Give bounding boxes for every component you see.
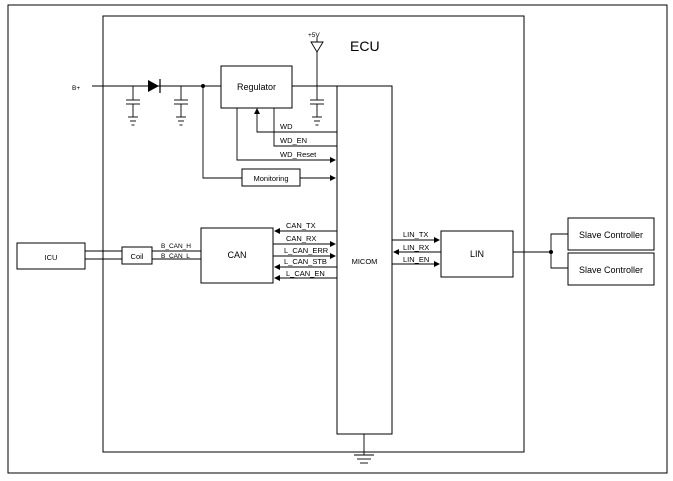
micom-label: MICOM — [352, 257, 378, 266]
ground-icon — [354, 434, 374, 464]
slave-controller-1-label: Slave Controller — [579, 230, 643, 240]
wd-line — [254, 108, 337, 133]
wd-en-line — [273, 108, 337, 147]
l-can-err-label: L_CAN_ERR — [284, 246, 329, 255]
monitoring-label: Monitoring — [253, 174, 288, 183]
lin-en-label: LIN_EN — [403, 255, 429, 264]
lin-block — [440, 230, 514, 278]
coil-block — [121, 246, 153, 265]
icu-label: ICU — [45, 253, 58, 262]
wd-reset-line — [236, 108, 336, 163]
regulator-block — [220, 65, 293, 109]
can-tx-label: CAN_TX — [286, 221, 316, 230]
capacitor-2-icon — [174, 86, 188, 126]
l-can-en-label: L_CAN_EN — [286, 269, 325, 278]
slave-controller-2 — [567, 252, 655, 286]
l-can-stb-label: L_CAN_STB — [284, 257, 327, 266]
capacitor-3-icon — [310, 86, 324, 126]
slave-controller-2-label: Slave Controller — [579, 265, 643, 275]
lin-tx-label: LIN_TX — [403, 230, 428, 239]
can-rx-label: CAN_RX — [286, 234, 316, 243]
regulator-label: Regulator — [237, 82, 276, 92]
monitoring-feed — [202, 86, 242, 179]
b-can-l-label: B_CAN_L — [161, 253, 190, 260]
capacitor-1-icon — [126, 86, 140, 126]
wd-reset-label: WD_Reset — [280, 150, 317, 159]
vcc-label: +5V — [308, 32, 320, 39]
lin-bus-branch — [550, 233, 568, 269]
micom-block — [336, 85, 393, 435]
wd-label: WD — [280, 122, 293, 131]
wd-en-label: WD_EN — [280, 136, 307, 145]
icu-block — [16, 242, 86, 270]
ecu-title: ECU — [350, 38, 380, 54]
slave-controller-1 — [567, 217, 655, 251]
monitoring-block — [241, 168, 301, 187]
b-can-h-label: B_CAN_H — [161, 243, 191, 250]
can-block — [200, 227, 274, 284]
b-plus-label: B+ — [72, 85, 80, 92]
coil-label: Coil — [131, 252, 144, 261]
vcc-arrow-icon — [310, 37, 324, 53]
lin-rx-label: LIN_RX — [403, 243, 429, 252]
diode-icon — [148, 79, 161, 93]
lin-label: LIN — [470, 249, 484, 259]
can-label: CAN — [227, 250, 246, 260]
